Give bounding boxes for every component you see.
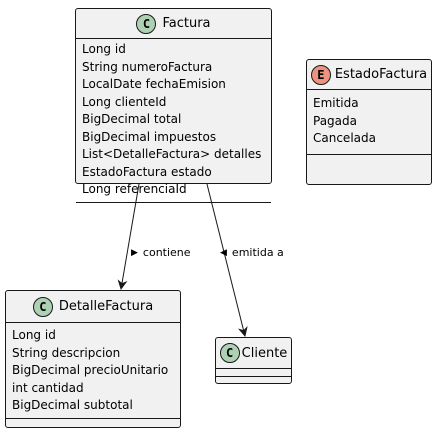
field-item: int cantidad xyxy=(12,380,84,395)
class-name: Factura xyxy=(162,16,211,31)
field-item: Emitida xyxy=(313,96,359,110)
class-icon: C xyxy=(32,296,53,317)
relation-label-text: emitida a xyxy=(231,246,284,259)
field-item: Cancelada xyxy=(313,131,376,145)
field-item: BigDecimal precioUnitario xyxy=(12,363,169,377)
enum-icon: E xyxy=(310,64,331,85)
relation-contiene-line xyxy=(117,183,140,290)
class-icon: C xyxy=(136,13,157,34)
class-icon: C xyxy=(219,343,240,363)
field-item: EstadoFactura estado xyxy=(82,164,212,179)
field-item: String numeroFactura xyxy=(82,59,213,74)
method-section xyxy=(216,377,291,384)
relation-label-text: contiene xyxy=(142,246,191,259)
method-section xyxy=(6,419,180,426)
field-item: Long clienteId xyxy=(82,94,167,109)
field-item: BigDecimal impuestos xyxy=(82,129,217,144)
class-detallefactura[interactable]: C DetalleFactura Long id String descripci… xyxy=(5,290,181,428)
field-item: Long id xyxy=(82,42,126,56)
direction-arrow-icon: ▶ xyxy=(131,247,138,258)
field-item: String descripcion xyxy=(12,345,121,360)
field-item: Pagada xyxy=(313,113,357,128)
field-item: Long id xyxy=(12,328,56,342)
field-item: LocalDate fechaEmision xyxy=(82,77,226,91)
field-item: List<DetalleFactura> detalles xyxy=(82,147,262,161)
field-section xyxy=(216,369,291,377)
field-item: BigDecimal subtotal xyxy=(12,398,133,412)
method-section xyxy=(76,203,271,210)
field-item: Long referenciaId xyxy=(82,182,187,196)
relation-emitida-line xyxy=(206,183,248,337)
relation-contiene-label: ▶ contiene xyxy=(131,246,191,259)
direction-arrow-icon: ◀ xyxy=(220,247,227,258)
method-section xyxy=(307,155,431,162)
class-name: DetalleFactura xyxy=(58,299,154,314)
class-name: Cliente xyxy=(241,345,288,361)
class-cliente[interactable]: C Cliente xyxy=(215,337,292,384)
field-item: BigDecimal total xyxy=(82,112,182,126)
enum-name: EstadoFactura xyxy=(334,67,428,82)
relation-emitida-label: ◀ emitida a xyxy=(220,246,284,259)
